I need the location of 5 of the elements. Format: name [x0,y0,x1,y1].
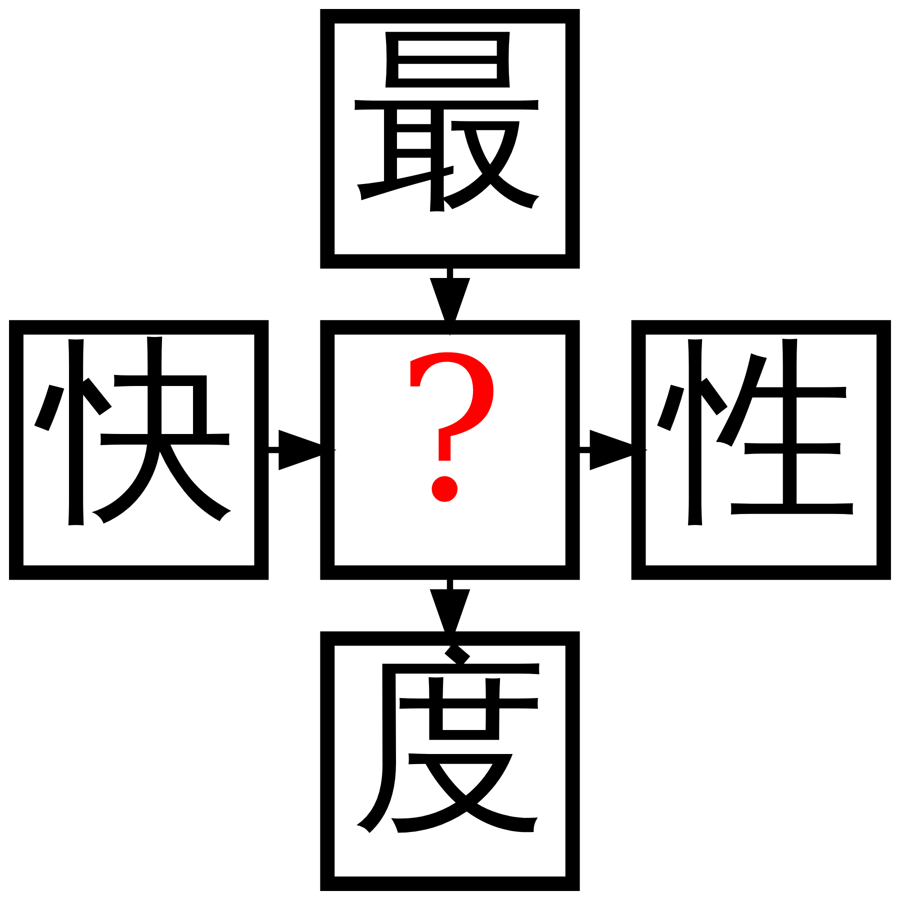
node-box: 度 [320,631,580,891]
node-box: 最 [320,9,580,269]
node-box: 快 [9,320,269,580]
node-box: 性 [631,320,891,580]
node-box: ? [320,320,580,580]
